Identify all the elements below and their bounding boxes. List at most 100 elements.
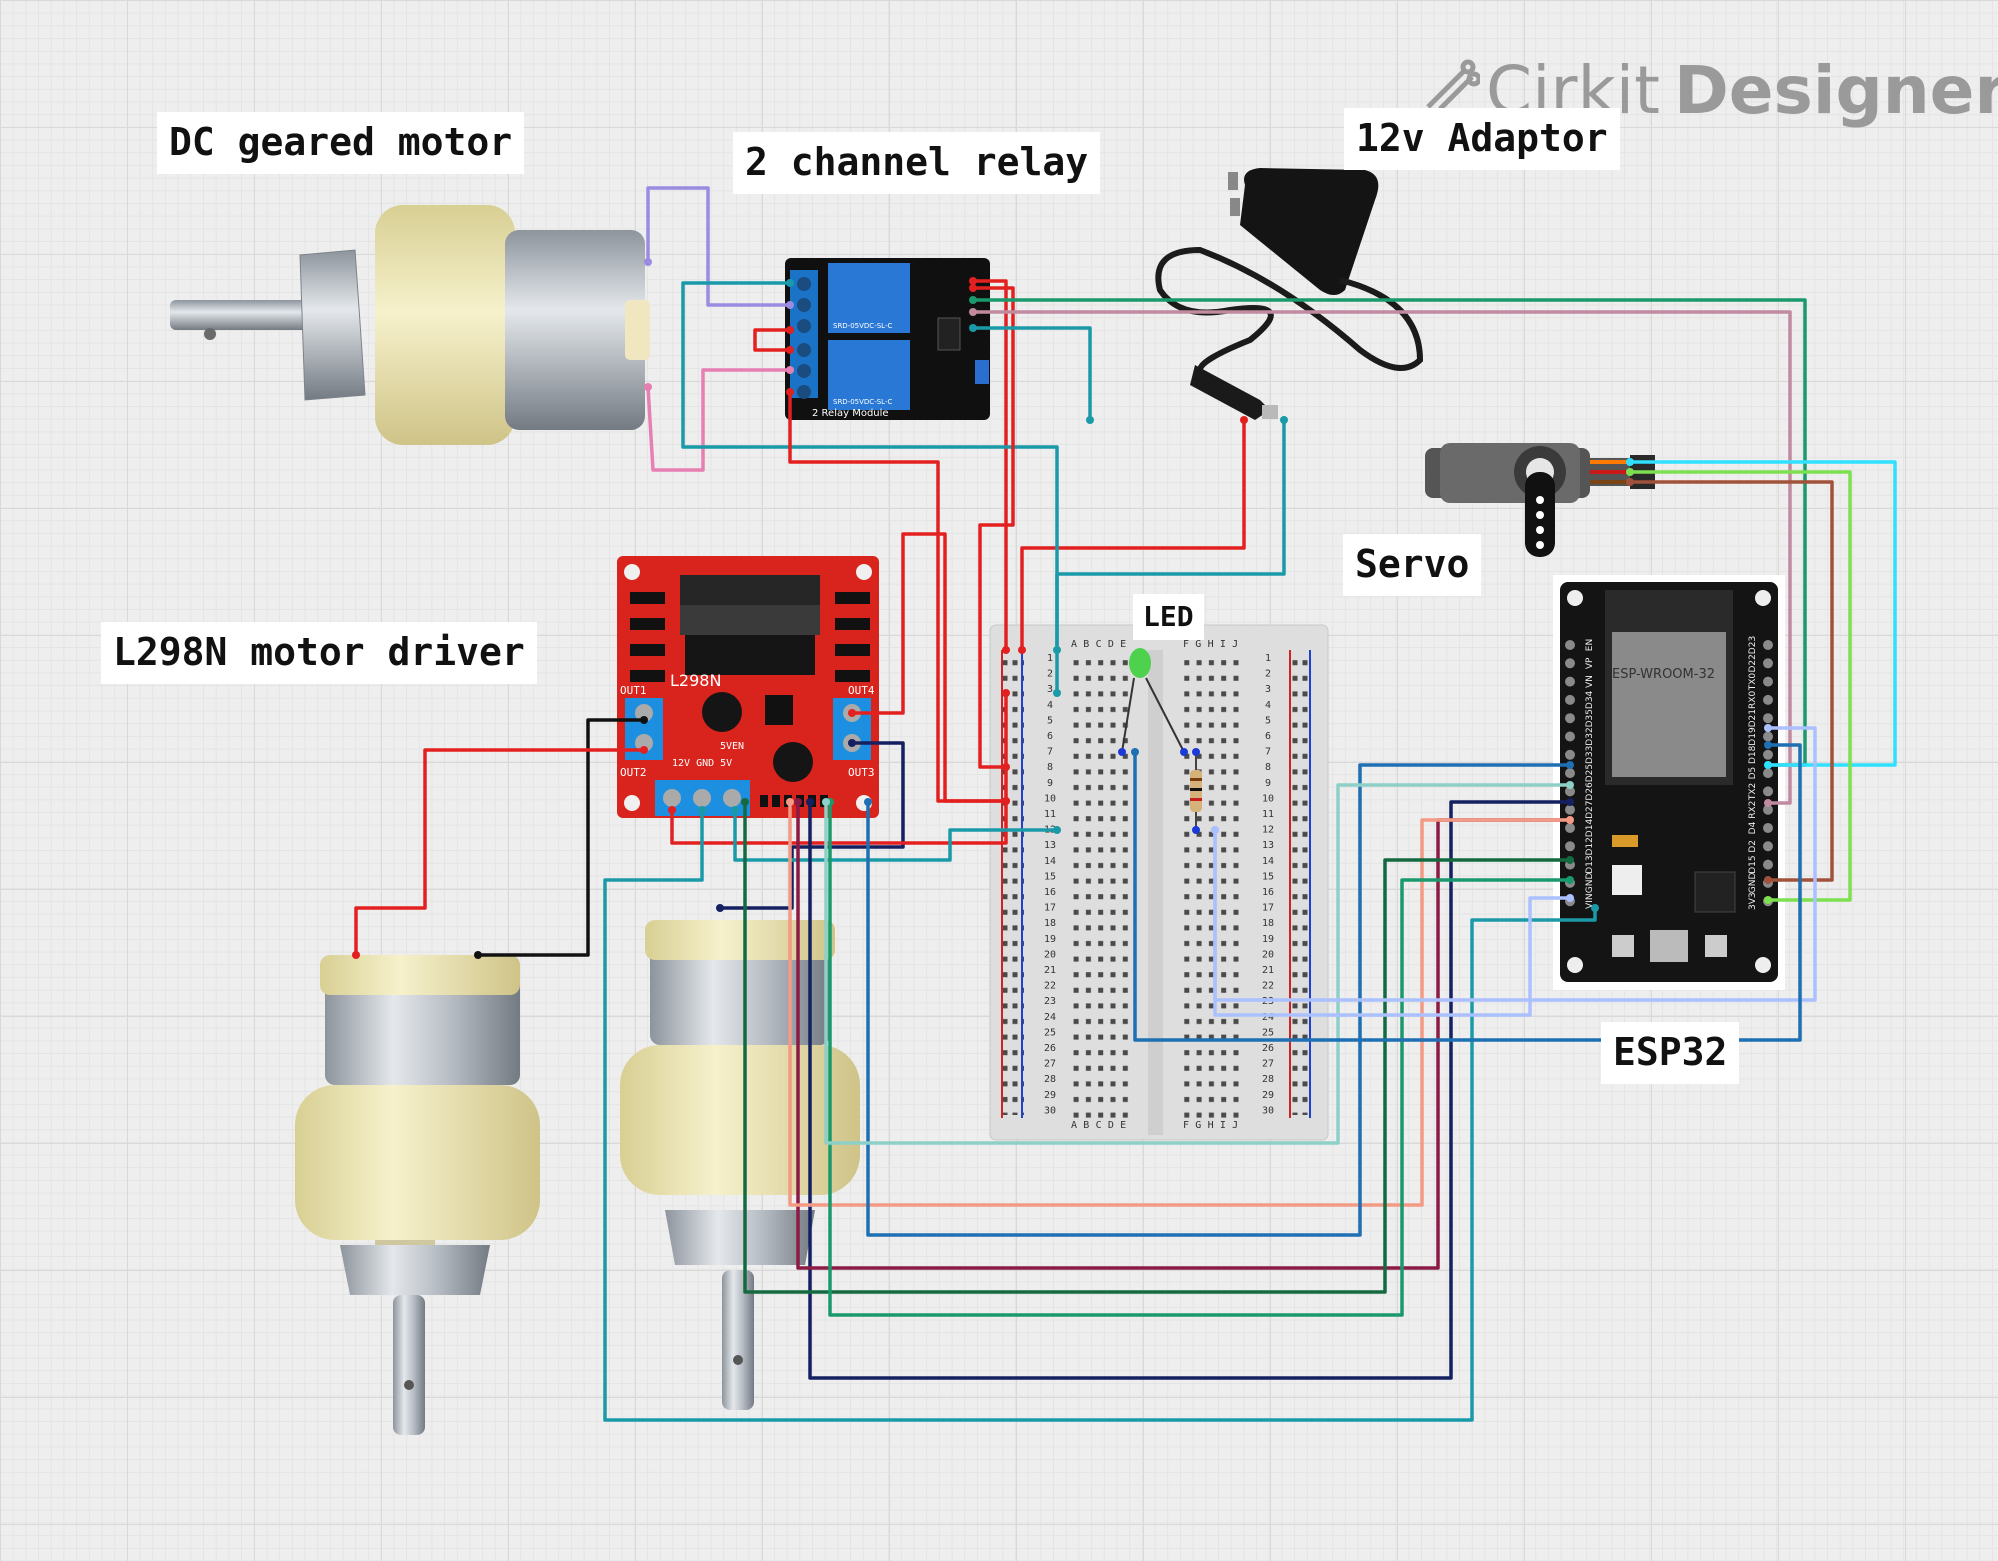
esp32-pin[interactable] [1763, 859, 1773, 870]
led[interactable] [1118, 648, 1188, 756]
breadboard-row-label: 19 [1044, 934, 1056, 945]
breadboard-row-label: 1 [1265, 653, 1271, 664]
breadboard-row-label: 9 [1265, 778, 1271, 789]
esp32-pin[interactable] [1565, 841, 1575, 852]
wire-blue[interactable] [1133, 743, 1802, 1042]
wire-red[interactable] [973, 279, 1008, 650]
esp32-pin-label: D34 [1585, 690, 1595, 709]
esp32-pin[interactable] [1565, 786, 1575, 797]
wire-endpoint [1764, 761, 1772, 769]
wire-mauve[interactable] [973, 310, 1792, 805]
wire-teal[interactable] [973, 326, 1092, 420]
esp32-pin[interactable] [1565, 823, 1575, 833]
dc-geared-motor-left[interactable] [295, 955, 540, 1435]
wire-endpoint [1626, 478, 1634, 486]
esp32-pin[interactable] [1565, 731, 1575, 742]
label-2-channel-relay: 2 channel relay [733, 132, 1101, 194]
wire-teal[interactable] [733, 810, 1057, 862]
breadboard-row-label: 27 [1262, 1059, 1274, 1070]
wire-navy[interactable] [808, 800, 1570, 1380]
wire-navy[interactable] [720, 741, 905, 910]
wire-lime[interactable] [1630, 470, 1852, 902]
esp32-pin[interactable] [1763, 823, 1773, 833]
breadboard-col-label: D [1108, 1120, 1114, 1131]
wire-lavender[interactable] [646, 186, 790, 307]
esp32-pin[interactable] [1565, 804, 1575, 815]
wire-endpoint [786, 798, 794, 806]
breadboard-row-label: 30 [1044, 1105, 1056, 1116]
wire-blue[interactable] [866, 763, 1570, 1237]
esp32-pin-label: VN [1585, 675, 1595, 688]
label-servo: Servo [1343, 534, 1482, 596]
esp32-pin[interactable] [1565, 749, 1575, 760]
wire-black[interactable] [478, 718, 644, 957]
wire-endpoint [1566, 816, 1574, 824]
wire-teal[interactable] [681, 281, 1059, 693]
esp32-board[interactable]: ESP-WROOM-32 ENVPVND34D35D32D33D25D26D27… [1553, 575, 1785, 990]
wire-teal[interactable] [603, 810, 1597, 1422]
esp32-pin-label: VP [1585, 657, 1595, 669]
esp32-pin-label: D13 [1585, 855, 1595, 873]
wire-endpoint [786, 279, 794, 287]
l298n-driver[interactable]: L298N OUT1 OUT2 OUT4 OUT3 12V GND 5V 5VE… [617, 556, 879, 818]
wire-salmon[interactable] [788, 802, 1570, 1207]
esp32-pin[interactable] [1763, 786, 1773, 797]
esp32-pin-label: D5 [1748, 767, 1758, 780]
esp32-pin[interactable] [1565, 640, 1575, 650]
wire-red[interactable] [973, 286, 1015, 769]
wire-ltblue[interactable] [1213, 830, 1570, 1017]
esp32-pin[interactable] [1763, 640, 1773, 650]
wire-endpoint [969, 324, 977, 332]
esp32-pin-label: D12 [1585, 837, 1595, 855]
resistor[interactable] [1190, 748, 1202, 834]
wire-endpoint [1566, 894, 1574, 902]
wire-endpoint [969, 277, 977, 285]
wire-red[interactable] [788, 392, 1006, 803]
breadboard-row-label: 19 [1262, 934, 1274, 945]
wire-endpoint [1002, 797, 1010, 805]
esp32-pin[interactable] [1763, 694, 1773, 705]
wire-endpoint [1053, 826, 1061, 834]
esp32-pin[interactable] [1763, 731, 1773, 742]
dc-geared-motor-top[interactable] [170, 205, 650, 445]
label-12v-adaptor: 12v Adaptor [1344, 108, 1620, 170]
breadboard-col-label: B [1083, 1120, 1089, 1131]
wire-pink[interactable] [646, 368, 790, 472]
breadboard-row-label: 4 [1047, 700, 1053, 711]
wire-endpoint [698, 806, 706, 814]
esp32-pin[interactable] [1763, 713, 1773, 724]
esp32-pin-label: D35 [1585, 709, 1595, 727]
esp32-pin[interactable] [1763, 749, 1773, 760]
breadboard-row-label: 14 [1262, 856, 1274, 867]
esp32-pin[interactable] [1763, 676, 1773, 687]
relay-module[interactable]: SRD-05VDC-SL-C SRD-05VDC-SL-C 2 Relay Mo… [785, 258, 990, 420]
esp32-pin[interactable] [1565, 713, 1575, 724]
breadboard-row-label: 21 [1262, 965, 1274, 976]
esp32-pin[interactable] [1763, 658, 1773, 669]
esp32-pin[interactable] [1565, 694, 1575, 705]
label-esp32: ESP32 [1601, 1022, 1740, 1084]
esp32-pin[interactable] [1565, 658, 1575, 669]
wire-red[interactable] [354, 748, 644, 955]
esp32-pin-label: D33 [1585, 746, 1595, 764]
esp32-pin[interactable] [1763, 841, 1773, 852]
esp32-pin[interactable] [1565, 676, 1575, 687]
label-dc-geared-motor: DC geared motor [157, 112, 525, 174]
esp32-pin[interactable] [1565, 768, 1575, 779]
breadboard-row-label: 16 [1262, 887, 1274, 898]
wire-endpoint [1764, 741, 1772, 749]
12v-adaptor[interactable] [1155, 168, 1424, 420]
wire-ltteal[interactable] [824, 783, 1570, 1145]
esp32-pin[interactable] [1763, 768, 1773, 779]
label-l298n-motor-driver: L298N motor driver [101, 622, 537, 684]
wire-red[interactable] [1020, 420, 1246, 650]
esp32-pin-label: D19 [1748, 727, 1758, 746]
servo[interactable] [1425, 443, 1655, 557]
breadboard-row-label: 13 [1044, 840, 1056, 851]
wire-red[interactable] [753, 328, 790, 352]
wire-endpoint [1211, 826, 1219, 834]
dc-geared-motor-middle[interactable] [620, 920, 860, 1410]
wire-dkgreen[interactable] [743, 802, 1570, 1294]
esp32-pin[interactable] [1763, 804, 1773, 815]
esp32-pin-label: D4 [1748, 821, 1758, 834]
